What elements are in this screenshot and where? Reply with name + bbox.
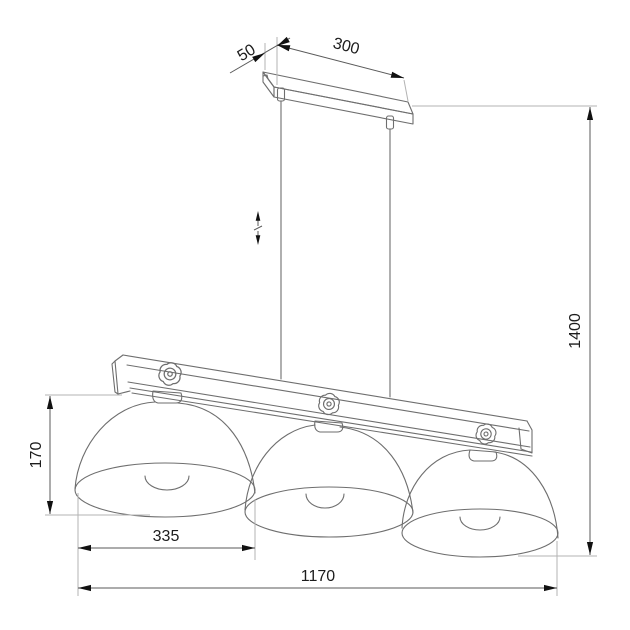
lampshade-3 — [401, 449, 559, 558]
shade-rim-2 — [244, 486, 414, 538]
bulb-arc-1 — [144, 475, 190, 491]
dim-label-170: 170 — [28, 442, 45, 469]
ceiling-canopy — [262, 71, 414, 130]
cable-gland-right — [385, 115, 395, 130]
dim-fixture-length: 1170 — [78, 541, 558, 596]
bar-end-cap-right — [518, 420, 533, 454]
fastener-knob-icon — [317, 391, 341, 417]
bar-end-cap-left-outer — [111, 360, 119, 395]
lampshade-1 — [74, 401, 256, 518]
lampshade-2 — [244, 424, 414, 538]
shade-rim-3 — [401, 508, 559, 558]
shade-rim-1 — [74, 462, 256, 518]
dim-suspension-height: 1400 — [412, 105, 597, 557]
dim-shade-diameter: 335 — [77, 493, 256, 596]
bulb-arc-3 — [459, 516, 501, 531]
dim-label-50: 50 — [235, 41, 259, 65]
shade-holder-1 — [152, 390, 183, 404]
dim-shade-height: 170 — [28, 394, 150, 516]
height-adjust-icon — [253, 211, 263, 245]
dim-label-300: 300 — [331, 35, 361, 58]
dim-label-1400: 1400 — [567, 313, 584, 349]
mounting-bar — [111, 354, 533, 457]
shade-holder-2 — [314, 420, 344, 433]
dim-canopy-depth: 50 — [229, 36, 291, 85]
dim-label-1170: 1170 — [301, 568, 336, 585]
dim-label-335: 335 — [153, 528, 180, 545]
canopy-notch — [262, 74, 269, 80]
shade-holder-3 — [468, 449, 498, 462]
bulb-arc-2 — [305, 493, 345, 509]
dim-canopy-length: 300 — [276, 35, 409, 102]
bar-end-cap-left — [114, 354, 131, 395]
